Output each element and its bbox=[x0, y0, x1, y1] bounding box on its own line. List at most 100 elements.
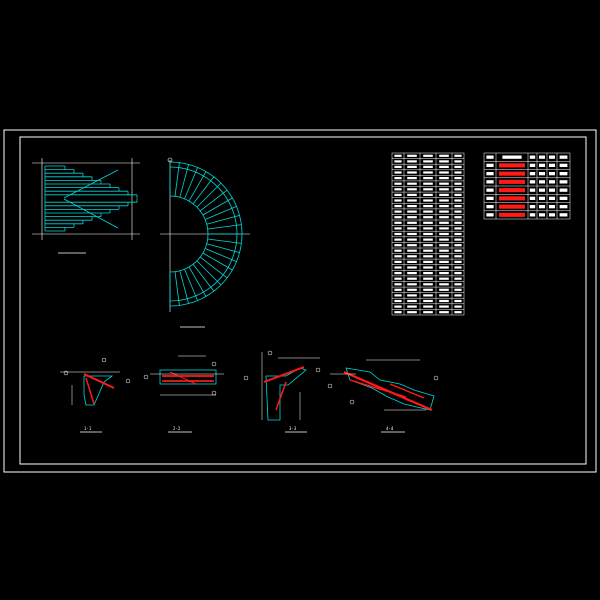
table-main-cell-glyph bbox=[439, 205, 449, 208]
table-main-cell-glyph bbox=[454, 154, 462, 157]
table-main-cell-glyph bbox=[439, 294, 449, 297]
table-main-cell-glyph bbox=[394, 283, 402, 286]
plan-step-tread bbox=[179, 270, 189, 304]
table-main-cell-glyph bbox=[439, 288, 449, 291]
table-rebar-cell-glyph bbox=[529, 188, 536, 192]
table-main-cell-glyph bbox=[439, 266, 449, 269]
table-main-cell-glyph bbox=[439, 232, 449, 236]
rebar-shape-sketch bbox=[499, 163, 525, 168]
table-main-cell-glyph bbox=[454, 305, 462, 308]
plan-step-tread bbox=[192, 176, 215, 205]
table-rebar-cell-glyph bbox=[529, 180, 536, 184]
table-rebar-cell-glyph bbox=[559, 155, 568, 159]
table-main-cell-glyph bbox=[423, 210, 433, 213]
table-rebar-cell-glyph bbox=[486, 188, 494, 192]
table-main-cell-glyph bbox=[439, 238, 449, 241]
table-main-cell-glyph bbox=[439, 244, 449, 247]
plan-step-tread bbox=[207, 224, 242, 230]
table-main-cell-glyph bbox=[454, 221, 462, 224]
table-main-cell-glyph bbox=[394, 182, 402, 185]
table-main-cell-glyph bbox=[439, 277, 449, 280]
table-main-cell-glyph bbox=[423, 232, 433, 236]
table-rebar-cell-glyph bbox=[539, 205, 545, 209]
table-main-cell-glyph bbox=[454, 165, 462, 168]
table-main-cell-glyph bbox=[407, 299, 417, 303]
table-main-cell-glyph bbox=[394, 193, 402, 196]
table-main-cell-glyph bbox=[407, 277, 417, 280]
table-main-cell-glyph bbox=[394, 227, 402, 230]
table-main-cell-glyph bbox=[423, 160, 433, 163]
section-label-3: 3-3 bbox=[289, 426, 297, 431]
table-main-cell-glyph bbox=[454, 260, 462, 263]
table-rebar-cell-glyph bbox=[502, 155, 522, 159]
rebar-shape-sketch bbox=[499, 171, 525, 176]
outer-frame bbox=[3, 129, 597, 473]
table-main-cell-glyph bbox=[394, 272, 402, 275]
table-rebar-cell-glyph bbox=[529, 196, 536, 200]
section-label-1: 1-1 bbox=[84, 426, 92, 431]
table-main-cell-glyph bbox=[407, 266, 417, 269]
table-main-cell-glyph bbox=[454, 294, 462, 297]
table-main-cell-glyph bbox=[394, 288, 402, 291]
table-main-cell-glyph bbox=[394, 177, 402, 180]
plan-step-tread bbox=[207, 238, 242, 244]
table-main-cell-glyph bbox=[454, 177, 462, 180]
table-main-cell-glyph bbox=[394, 255, 402, 258]
table-main-cell-glyph bbox=[423, 305, 433, 308]
table-main-cell-glyph bbox=[439, 160, 449, 163]
table-main-cell-glyph bbox=[439, 171, 449, 174]
table-main-cell-glyph bbox=[394, 154, 402, 157]
table-main-cell-glyph bbox=[394, 238, 402, 241]
table-main-cell-glyph bbox=[423, 182, 433, 185]
table-main-cell-glyph bbox=[423, 277, 433, 280]
table-main-cell-glyph bbox=[454, 255, 462, 258]
table-main-cell-glyph bbox=[407, 205, 417, 208]
table-main-cell-glyph bbox=[407, 311, 417, 314]
table-rebar-cell-glyph bbox=[486, 196, 494, 200]
table-rebar-cell-glyph bbox=[529, 205, 536, 209]
table-main-cell-glyph bbox=[423, 205, 433, 208]
table-rebar-cell-glyph bbox=[486, 155, 494, 159]
table-main-cell-glyph bbox=[394, 249, 402, 252]
table-main-cell-glyph bbox=[407, 288, 417, 291]
table-main-cell-glyph bbox=[454, 277, 462, 280]
table-rebar-cell-glyph bbox=[529, 172, 536, 176]
table-rebar-cell-glyph bbox=[559, 196, 568, 200]
table-rebar-cell-glyph bbox=[549, 172, 555, 176]
plan-step-tread bbox=[206, 215, 240, 225]
table-main-cell-glyph bbox=[407, 221, 417, 224]
plan-step-tread bbox=[192, 263, 215, 292]
table-rebar-cell-glyph bbox=[539, 196, 545, 200]
table-main-cell-glyph bbox=[407, 177, 417, 180]
section-label-2: 2-2 bbox=[173, 426, 181, 431]
table-main-cell-glyph bbox=[454, 216, 462, 219]
table-main-cell-glyph bbox=[454, 299, 462, 303]
table-main-cell-glyph bbox=[454, 238, 462, 241]
plan-step-tread bbox=[188, 266, 207, 297]
table-main-cell-glyph bbox=[423, 272, 433, 275]
table-main-cell-glyph bbox=[394, 160, 402, 163]
table-main-cell-glyph bbox=[454, 205, 462, 208]
table-main-cell-glyph bbox=[407, 165, 417, 168]
table-rebar-cell-glyph bbox=[539, 172, 545, 176]
table-main-cell-glyph bbox=[394, 266, 402, 269]
table-main-cell-glyph bbox=[454, 244, 462, 247]
rebar-shape-sketch bbox=[499, 212, 525, 217]
table-main-cell-glyph bbox=[394, 165, 402, 168]
section-detail-2: 2-2 bbox=[143, 355, 224, 433]
plan-step-tread bbox=[202, 252, 233, 271]
table-main-cell-glyph bbox=[423, 244, 433, 247]
table-main-cell-glyph bbox=[407, 210, 417, 213]
table-rebar-cell-glyph bbox=[539, 213, 545, 217]
table-main-cell-glyph bbox=[394, 311, 402, 314]
rebar-shape-sketch bbox=[499, 179, 525, 184]
table-main-cell-glyph bbox=[423, 188, 433, 191]
plan-step-tread bbox=[204, 248, 237, 262]
north-axis-icon bbox=[167, 157, 173, 163]
plan-step-tread bbox=[174, 271, 180, 306]
plan-step-tread bbox=[174, 162, 180, 197]
plan-step-tread bbox=[184, 167, 198, 200]
table-main-cell-glyph bbox=[423, 260, 433, 263]
plan-step-tread bbox=[188, 171, 207, 202]
